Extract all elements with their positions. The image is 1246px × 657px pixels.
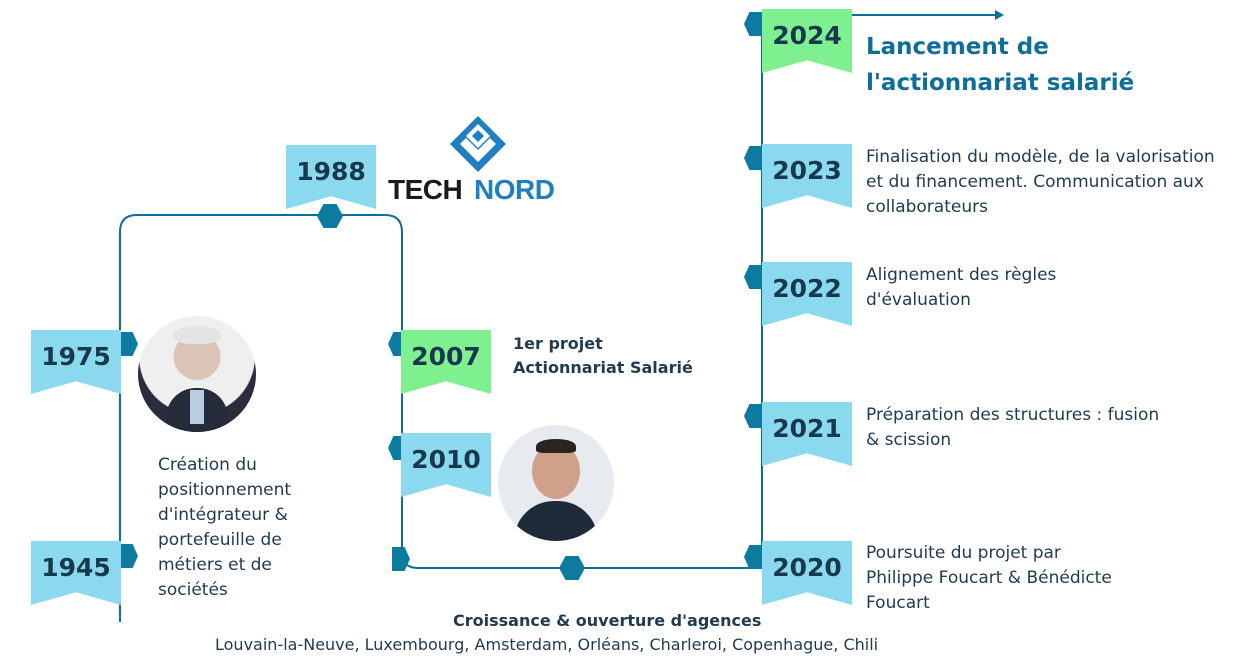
marker-2021	[744, 404, 762, 428]
year-flag-1975: 1975	[31, 330, 121, 394]
marker-1988	[317, 204, 343, 228]
marker-2020	[744, 545, 762, 569]
year-flag-2023: 2023	[762, 144, 852, 208]
milestone-1975-text: Création du positionnement d'intégrateur…	[158, 455, 292, 600]
milestone-2007-line2: Actionnariat Salarié	[513, 358, 693, 377]
milestone-2020-text: Poursuite du projet par Philippe Foucart…	[866, 543, 1112, 613]
milestone-2024-line1: Lancement de	[866, 34, 1049, 60]
logo-text-tech: TECH	[388, 174, 463, 205]
milestone-2021-text: Préparation des structures : fusion & sc…	[866, 405, 1160, 450]
arrow-head-icon	[995, 10, 1004, 20]
milestone-2023-text: Finalisation du modèle, de la valorisati…	[866, 147, 1215, 217]
year-flag-1988: 1988	[286, 145, 376, 209]
milestone-2007-line1: 1er projet	[513, 334, 603, 353]
marker-1945	[120, 544, 138, 568]
year-flag-2007: 2007	[401, 330, 491, 394]
marker-2022	[744, 265, 762, 289]
milestone-2024-line2: l'actionnariat salarié	[866, 70, 1135, 96]
growth-title: Croissance & ouverture d'agences	[453, 611, 762, 630]
year-flag-2020: 2020	[762, 541, 852, 605]
milestone-2022-text: Alignement des règles d'évaluation	[866, 265, 1057, 310]
logo-text-nord: NORD	[474, 174, 555, 205]
marker-2023	[744, 146, 762, 170]
portrait-photo-founder	[138, 316, 256, 432]
technord-logo-icon	[450, 116, 506, 172]
marker-2024	[744, 12, 762, 36]
portrait-photo-ceo	[498, 425, 614, 541]
marker-1975	[120, 332, 138, 356]
marker-bottom-left	[392, 547, 410, 571]
growth-cities: Louvain-la-Neuve, Luxembourg, Amsterdam,…	[215, 635, 879, 654]
